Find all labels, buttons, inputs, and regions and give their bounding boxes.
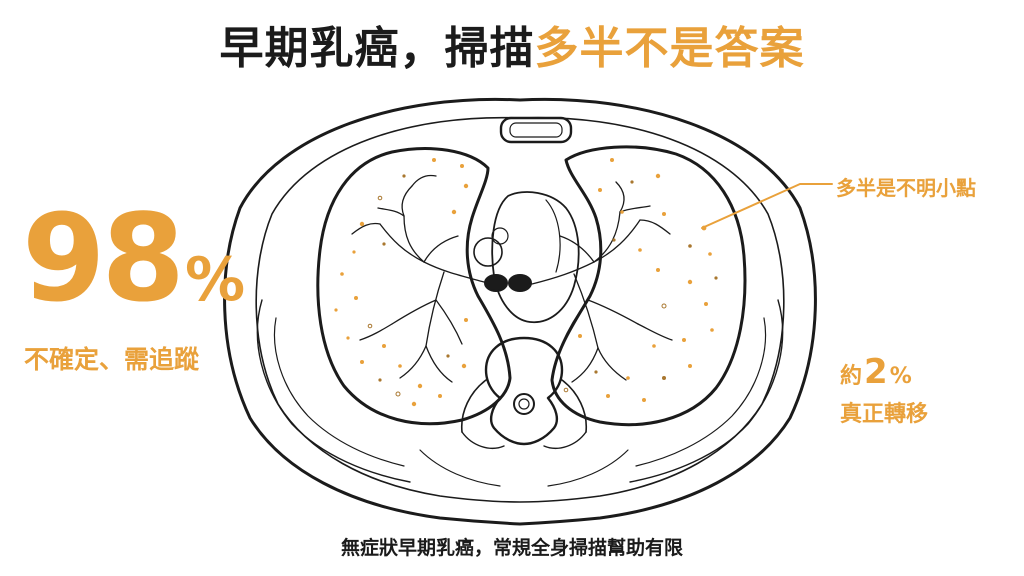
right-lung: [550, 145, 747, 427]
nodule-dot: [411, 401, 417, 407]
nodule-dot: [708, 252, 712, 256]
nodule-dot: [460, 164, 464, 168]
left-muscle-band-inner: [273, 317, 405, 467]
body-outline: [223, 97, 817, 526]
right-muscle-band-inner: [635, 317, 767, 467]
nodule-dot: [656, 268, 660, 272]
nodule-dot: [688, 364, 692, 368]
nodule-dot: [398, 364, 402, 368]
nodule-dot: [377, 195, 383, 201]
nodule-dot: [378, 378, 382, 382]
stat-prefix: 約: [840, 364, 863, 389]
aorta: [473, 237, 503, 267]
sternum: [499, 116, 573, 144]
nodule-dot: [704, 302, 708, 306]
nodule-dot: [360, 360, 364, 364]
nodule-dot: [612, 238, 616, 242]
stat-98-percent: 98%: [22, 200, 245, 320]
stat-caption-metastasis: 真正轉移: [840, 402, 929, 427]
nodule-dot: [638, 248, 642, 252]
nodule-dot: [334, 308, 338, 312]
stat-percent-symbol: %: [889, 364, 912, 389]
nodule-dot: [578, 334, 582, 338]
left-bronchus: [484, 274, 508, 292]
nodule-dot: [451, 209, 457, 215]
left-lung: [316, 147, 512, 426]
left-muscle-band: [256, 299, 411, 483]
title-part-dark: 早期乳癌，掃描: [219, 23, 535, 74]
right-bronchial-tree: [531, 181, 673, 383]
nodule-dot: [701, 225, 707, 231]
nodule-dot: [662, 212, 666, 216]
nodule-dot: [340, 272, 344, 276]
nodule-dot: [652, 344, 656, 348]
right-muscle-band: [629, 299, 784, 483]
nodule-dot: [630, 180, 634, 184]
title-part-highlight: 多半不是答案: [534, 23, 805, 74]
nodule-dot: [661, 303, 667, 309]
stat-2-percent: 約2% 真正轉移: [840, 352, 928, 428]
nodule-dot: [352, 250, 356, 254]
nodule-dot: [382, 242, 386, 246]
nodule-dot: [359, 221, 365, 227]
nodule-dot: [346, 336, 350, 340]
bottom-caption: 無症狀早期乳癌，常規全身掃描幫助有限: [340, 537, 683, 559]
nodule-dots: [334, 158, 718, 407]
nodule-dot: [432, 158, 436, 162]
nodule-dot: [688, 244, 692, 248]
nodule-dot: [610, 158, 614, 162]
nodule-dot: [714, 276, 718, 280]
nodule-dot: [710, 328, 714, 332]
nodule-dot: [438, 394, 442, 398]
nodule-dot: [464, 318, 468, 322]
rib-wall-outline: [255, 116, 785, 503]
nodule-dot: [446, 354, 450, 358]
stat-caption-uncertain: 不確定、需追蹤: [24, 345, 200, 374]
nodule-dot: [642, 398, 646, 402]
stat-value: 2: [864, 352, 888, 392]
callout-leader-line: [701, 183, 833, 229]
nodule-dot: [687, 279, 693, 285]
heart: [491, 191, 580, 324]
stat-value: 98: [22, 190, 185, 329]
callout-label-unclear-spots: 多半是不明小點: [836, 176, 976, 200]
nodule-dot: [620, 210, 624, 214]
nodule-dot: [382, 344, 386, 348]
nodule-dot: [395, 391, 401, 397]
vertebra: [484, 336, 564, 446]
nodule-dot: [594, 370, 598, 374]
page-title: 早期乳癌，掃描多半不是答案: [0, 12, 1024, 76]
stat-percent-symbol: %: [185, 245, 246, 315]
nodule-dot: [354, 296, 358, 300]
nodule-dot: [417, 383, 423, 389]
nodule-dot: [606, 394, 610, 398]
nodule-dot: [598, 188, 602, 192]
nodule-dot: [662, 376, 666, 380]
nodule-dot: [463, 183, 469, 189]
left-bronchial-tree: [351, 174, 485, 383]
nodule-dot: [461, 363, 467, 369]
right-bronchus: [508, 274, 532, 292]
nodule-dot: [402, 174, 406, 178]
nodule-dot: [626, 376, 630, 380]
nodule-dot: [367, 323, 373, 329]
nodule-dot: [563, 387, 569, 393]
nodule-dot: [655, 173, 661, 179]
nodule-dot: [682, 338, 686, 342]
